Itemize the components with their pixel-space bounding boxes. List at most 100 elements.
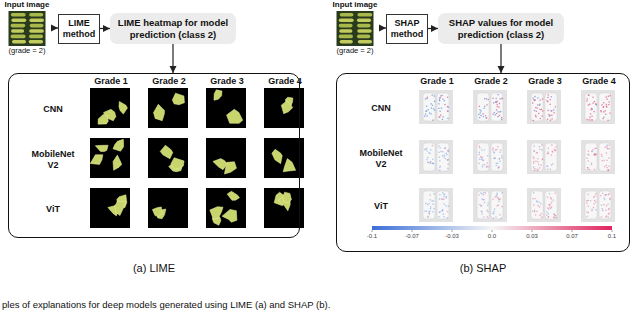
shap-dot bbox=[480, 205, 481, 206]
shap-dot bbox=[601, 154, 602, 155]
shap-dot bbox=[551, 206, 552, 207]
shap-dot bbox=[442, 119, 443, 120]
shap-dot bbox=[428, 109, 429, 110]
shap-dot bbox=[479, 117, 480, 118]
shap-dot bbox=[438, 103, 439, 104]
shap-dot bbox=[607, 120, 608, 121]
shap-dot bbox=[546, 211, 547, 212]
shap-dot bbox=[446, 154, 447, 155]
shap-dot bbox=[554, 112, 555, 113]
shap-dot bbox=[588, 95, 589, 96]
shap-dot bbox=[441, 198, 442, 199]
shap-dot bbox=[430, 161, 431, 162]
shap-dot bbox=[483, 217, 484, 218]
shap-dot bbox=[604, 194, 605, 195]
shap-dot bbox=[486, 117, 487, 118]
shap-dot bbox=[609, 166, 610, 167]
colorbar-tick bbox=[412, 230, 413, 232]
panel-caption: (a) LIME bbox=[133, 262, 175, 274]
lime-heatmap bbox=[90, 188, 130, 228]
shap-dot bbox=[538, 201, 539, 202]
shap-dot bbox=[444, 155, 445, 156]
shap-dot bbox=[493, 211, 494, 212]
leaf-strip bbox=[29, 35, 43, 39]
shap-dot bbox=[555, 146, 556, 147]
shap-dot bbox=[433, 163, 434, 164]
process-box: SHAP method bbox=[386, 14, 428, 44]
shap-dot bbox=[498, 199, 499, 200]
leaf-strip bbox=[29, 18, 44, 22]
shap-dot bbox=[496, 194, 497, 195]
shap-dot bbox=[548, 208, 549, 209]
shap-dot bbox=[547, 165, 548, 166]
shap-dot bbox=[480, 110, 481, 111]
shap-dot bbox=[492, 98, 493, 99]
shap-dot bbox=[604, 166, 605, 167]
shap-dot bbox=[425, 110, 426, 111]
shap-dot bbox=[534, 96, 535, 97]
leaf-outline bbox=[477, 191, 489, 219]
shap-dot bbox=[432, 105, 433, 106]
shap-dot bbox=[554, 149, 555, 150]
shap-dot bbox=[547, 97, 548, 98]
shap-dot bbox=[607, 170, 608, 171]
shap-dot bbox=[608, 217, 609, 218]
shap-dot bbox=[591, 109, 592, 110]
shap-dot bbox=[497, 197, 498, 198]
shap-dot bbox=[424, 149, 425, 150]
shap-dot bbox=[540, 118, 541, 119]
shap-dot bbox=[586, 100, 587, 101]
leaf-outline bbox=[599, 93, 611, 121]
shap-dot bbox=[442, 209, 443, 210]
shap-dot bbox=[478, 154, 479, 155]
shap-dot bbox=[498, 107, 499, 108]
shap-dot bbox=[606, 104, 607, 105]
shap-dot bbox=[501, 119, 502, 120]
shap-dot bbox=[596, 154, 597, 155]
shap-dot bbox=[447, 111, 448, 112]
shap-dot bbox=[497, 94, 498, 95]
panel-caption: (b) SHAP bbox=[460, 262, 506, 274]
shap-dot bbox=[549, 104, 550, 105]
row-label: MobileNet V2 bbox=[355, 148, 407, 169]
shap-dot bbox=[552, 163, 553, 164]
heatmap-patch bbox=[283, 192, 292, 202]
shap-dot bbox=[444, 204, 445, 205]
shap-dot bbox=[549, 193, 550, 194]
shap-dot bbox=[536, 200, 537, 201]
heatmap-patch bbox=[152, 207, 162, 217]
shap-dot bbox=[428, 162, 429, 163]
shap-dot bbox=[479, 159, 480, 160]
shap-dot bbox=[605, 195, 606, 196]
shap-dot bbox=[588, 119, 589, 120]
leaf-strip bbox=[357, 18, 371, 22]
shap-dot bbox=[534, 210, 535, 211]
shap-dot bbox=[532, 211, 533, 212]
shap-dot bbox=[594, 154, 595, 155]
input-photo bbox=[9, 11, 46, 46]
shap-dot bbox=[442, 192, 443, 193]
shap-dot bbox=[432, 95, 433, 96]
shap-dot bbox=[501, 155, 502, 156]
shap-dot bbox=[496, 163, 497, 164]
shap-ground bbox=[581, 140, 615, 174]
heatmap-patch bbox=[222, 209, 237, 222]
shap-dot bbox=[604, 199, 605, 200]
shap-map bbox=[527, 140, 561, 174]
shap-dot bbox=[439, 167, 440, 168]
shap-dot bbox=[439, 97, 440, 98]
shap-dot bbox=[548, 148, 549, 149]
shap-dot bbox=[548, 114, 549, 115]
shap-dot bbox=[602, 193, 603, 194]
shap-dot bbox=[595, 193, 596, 194]
shap-dot bbox=[594, 153, 595, 154]
shap-dot bbox=[609, 208, 610, 209]
shap-dot bbox=[537, 104, 538, 105]
shap-dot bbox=[550, 197, 551, 198]
lime-heatmap bbox=[90, 138, 130, 178]
shap-dot bbox=[439, 194, 440, 195]
shap-dot bbox=[533, 145, 534, 146]
row-label: CNN bbox=[355, 103, 407, 114]
shap-dot bbox=[448, 107, 449, 108]
